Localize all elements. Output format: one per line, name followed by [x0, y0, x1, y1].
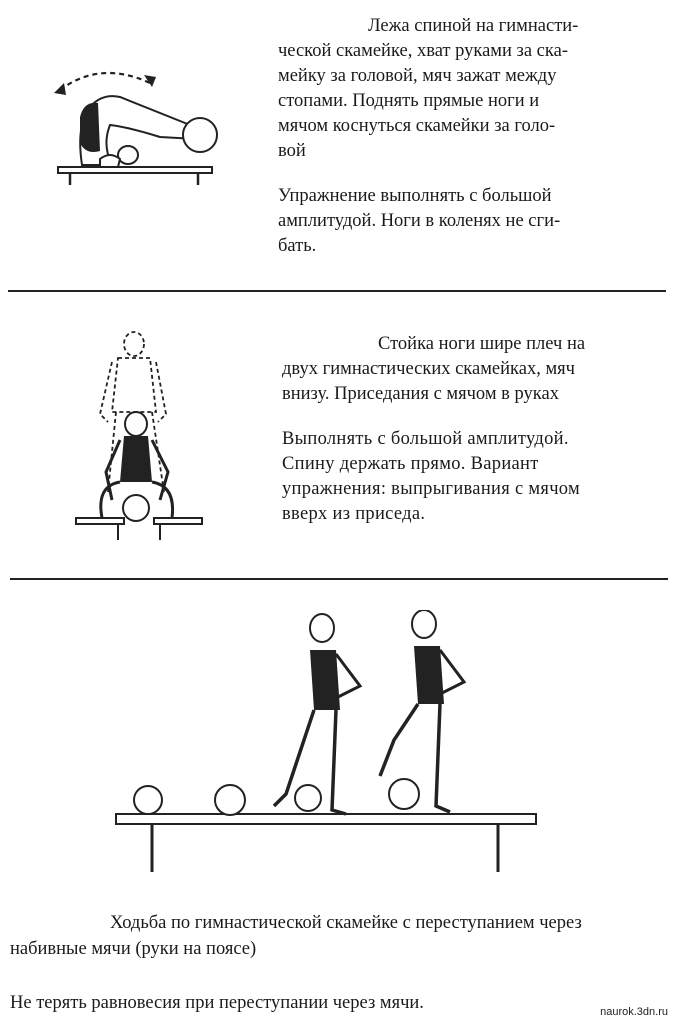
exercise-3: Ходьба по гимнастической скамейке с пере…	[0, 580, 674, 1024]
exercise-2: Стойка ноги шире плеч на двух гимнастиче…	[0, 292, 674, 580]
exercise-2-note: Выполнять с большой амплитудой. Спину де…	[282, 429, 581, 524]
exercise-2-description: Стойка ноги шире плеч на двух гимнастиче…	[282, 334, 586, 404]
squat-on-benches-exercise-icon	[75, 331, 203, 540]
divider-2	[10, 578, 668, 580]
exercise-3-note: Не терять равновесия при переступании че…	[10, 993, 424, 1013]
divider-1	[8, 290, 666, 292]
exercise-2-text: Стойка ноги шире плеч на двух гимнастиче…	[282, 332, 654, 527]
exercise-1: Лежа спиной на гимнасти- ческой скамейке…	[0, 0, 674, 292]
exercise-1-description: Лежа спиной на гимнасти- ческой скамейке…	[278, 16, 579, 161]
exercise-3-text: Ходьба по гимнастической скамейке с пере…	[10, 910, 670, 1016]
exercise-1-note: Упражнение выполнять с большой амплитудо…	[278, 186, 561, 256]
stepping-over-balls-exercise-icon	[115, 610, 537, 872]
lying-on-bench-exercise-icon	[54, 71, 218, 185]
exercise-3-description: Ходьба по гимнастической скамейке с пере…	[10, 913, 582, 959]
watermark: naurok.3dn.ru	[600, 1006, 668, 1018]
exercise-1-text: Лежа спиной на гимнасти- ческой скамейке…	[278, 14, 654, 259]
